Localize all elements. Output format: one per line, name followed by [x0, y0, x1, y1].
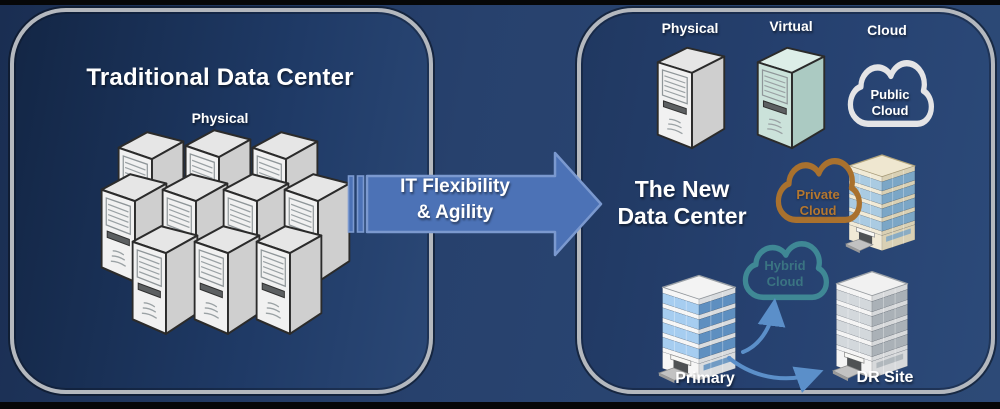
flow-arrow-to-dr-site [727, 356, 824, 393]
physical-server-icon [653, 42, 729, 152]
dr-site-label: DR Site [856, 369, 914, 386]
transition-arrow-label: IT Flexibility & Agility [400, 176, 510, 223]
public-cloud-label: Public Cloud [870, 87, 910, 118]
dr-site-building-icon [832, 266, 912, 382]
column-label-cloud: Cloud [867, 22, 907, 38]
top-letterbox-bar [0, 0, 1000, 5]
flow-arrow-to-hybrid-cloud [741, 298, 786, 354]
server-tower-icon [252, 220, 326, 338]
column-label-virtual: Virtual [769, 18, 813, 34]
right-panel-title: The New Data Center [617, 176, 747, 229]
hybrid-cloud-label: Hybrid Cloud [764, 258, 806, 289]
primary-site-label: Primary [675, 370, 735, 387]
bottom-letterbox-bar [0, 402, 1000, 409]
replication-arrows [727, 298, 824, 393]
left-panel-title: Traditional Data Center [86, 64, 354, 91]
column-label-physical: Physical [661, 20, 719, 36]
private-cloud-label: Private Cloud [796, 187, 840, 218]
left-physical-label: Physical [191, 110, 249, 126]
virtual-server-icon [753, 42, 829, 152]
transition-arrow-icon [347, 151, 603, 257]
